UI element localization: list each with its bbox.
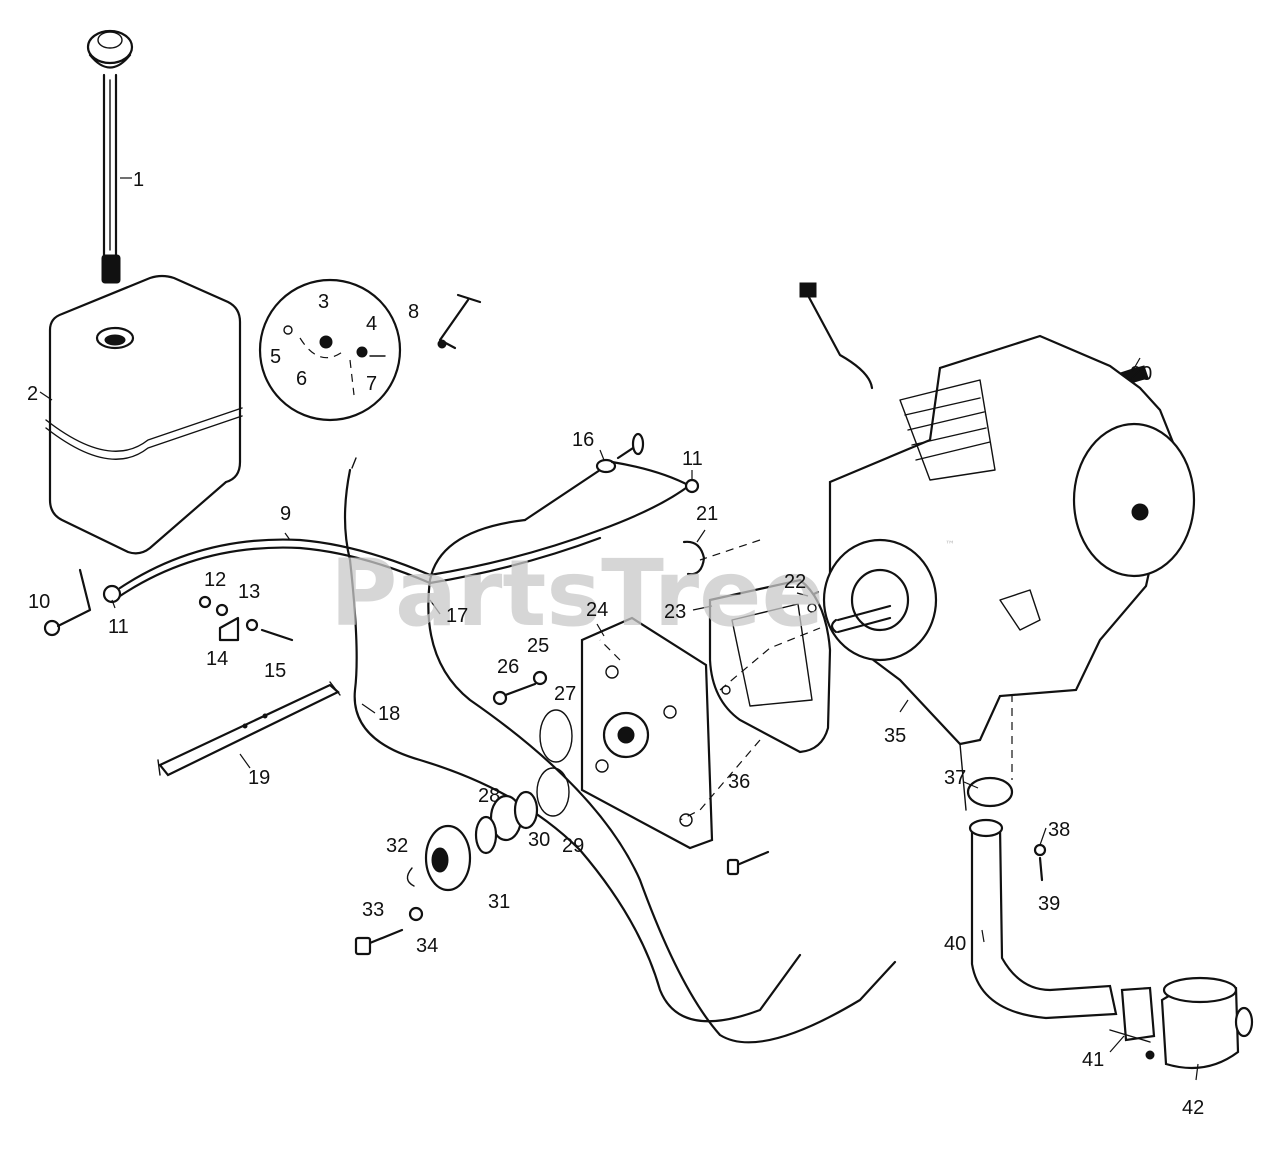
adapter-plate	[580, 616, 714, 850]
callout-37: 37	[944, 767, 966, 789]
callout-10: 10	[28, 591, 50, 613]
callout-1: 1	[133, 169, 144, 191]
callout-8: 8	[408, 301, 419, 323]
watermark-trademark: ™	[945, 540, 955, 551]
pull-handle	[437, 293, 482, 350]
assembly-lines	[599, 539, 1013, 821]
callout-38: 38	[1048, 819, 1070, 841]
callout-31: 31	[488, 891, 510, 913]
callout-23: 23	[664, 601, 686, 623]
mounting-bar	[157, 681, 341, 777]
callout-29: 29	[562, 835, 584, 857]
callout-22: 22	[784, 571, 806, 593]
throttle-control	[523, 432, 700, 522]
callout-20: 20	[1130, 363, 1152, 385]
callout-30: 30	[528, 829, 550, 851]
callout-18: 18	[378, 703, 400, 725]
fuel-gauge-rod	[86, 29, 134, 284]
leader-lines	[39, 177, 1199, 1081]
callout-4: 4	[366, 313, 377, 335]
callout-39: 39	[1038, 893, 1060, 915]
callout-16: 16	[572, 429, 594, 451]
callout-19: 19	[248, 767, 270, 789]
callout-15: 15	[264, 660, 286, 682]
callout-12: 12	[204, 569, 226, 591]
exhaust-system	[966, 776, 1254, 1070]
callout-11-upper: 11	[682, 448, 703, 470]
control-cables	[343, 457, 897, 1044]
callout-42: 42	[1182, 1097, 1204, 1119]
callout-17: 17	[446, 605, 468, 627]
callout-3: 3	[318, 291, 329, 313]
callout-33: 33	[362, 899, 384, 921]
fuel-tank	[45, 274, 243, 555]
callout-5: 5	[270, 346, 281, 368]
callout-7: 7	[366, 373, 377, 395]
callout-28: 28	[478, 785, 500, 807]
callout-14: 14	[206, 648, 228, 670]
callout-2: 2	[27, 383, 38, 405]
callout-41: 41	[1082, 1049, 1104, 1071]
callout-24: 24	[586, 599, 608, 621]
callout-9: 9	[280, 503, 291, 525]
callout-13: 13	[238, 581, 260, 603]
callout-21: 21	[696, 503, 718, 525]
callout-6: 6	[296, 368, 307, 390]
fuel-line	[118, 483, 692, 598]
fuel-shutoff-hardware	[43, 568, 294, 642]
callout-25: 25	[527, 635, 549, 657]
engine	[799, 282, 1196, 811]
callout-36: 36	[728, 771, 750, 793]
callout-numbers: 1 2 3 4 5 6 7 8 9 10 11 11 12 13 14 15 1…	[27, 169, 1204, 1119]
callout-26: 26	[497, 656, 519, 678]
watermark-text: PartsTree	[330, 540, 824, 647]
callout-35: 35	[884, 725, 906, 747]
callout-34: 34	[416, 935, 438, 957]
gasket	[708, 578, 832, 754]
gear-hardware	[354, 670, 770, 956]
detail-circle	[258, 278, 402, 422]
callout-40: 40	[944, 933, 966, 955]
callout-32: 32	[386, 835, 408, 857]
callout-27: 27	[554, 683, 576, 705]
callout-11-lower: 11	[108, 616, 129, 638]
